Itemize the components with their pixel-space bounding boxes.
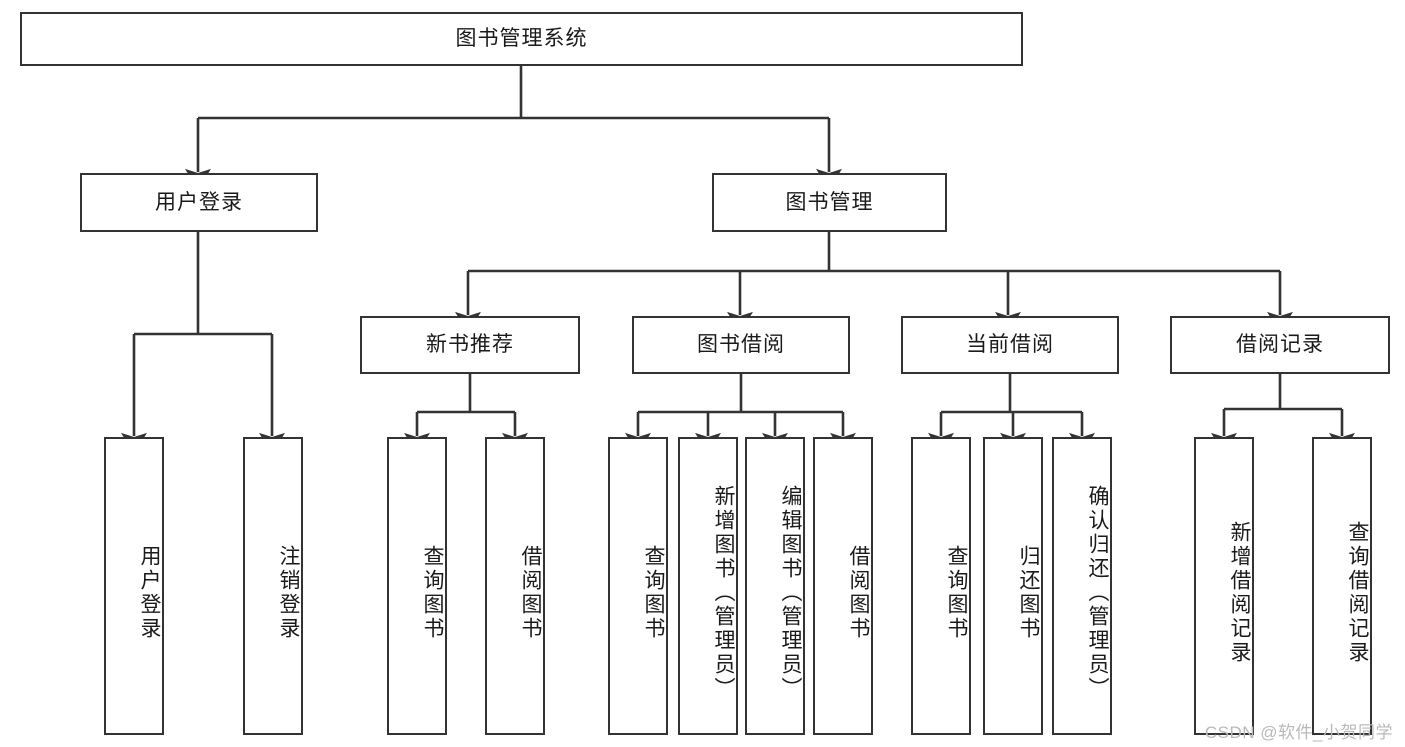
node-book-borrow[interactable]: 图书借阅 xyxy=(632,316,850,374)
node-label-leaf-query-book-rec: 查询图书 xyxy=(421,545,444,641)
node-label-leaf-query-book-cur: 查询图书 xyxy=(945,545,968,641)
node-leaf-add-record[interactable]: 新增借阅记录 xyxy=(1194,437,1254,735)
node-leaf-query-book-rec[interactable]: 查询图书 xyxy=(387,437,447,735)
node-label-leaf-user-login: 用户登录 xyxy=(138,545,161,641)
node-label-leaf-confirm-return: 确认归还（管理员） xyxy=(1086,485,1109,701)
node-label-leaf-borrow-book-bor: 借阅图书 xyxy=(847,545,870,641)
node-label-leaf-query-record: 查询借阅记录 xyxy=(1346,521,1369,665)
node-label-book-manage: 图书管理 xyxy=(785,190,874,214)
watermark-text: CSDN @软件_小贺同学 xyxy=(1204,723,1393,742)
node-leaf-add-book[interactable]: 新增图书（管理员） xyxy=(678,437,738,735)
node-new-book-recommend[interactable]: 新书推荐 xyxy=(360,316,580,374)
node-leaf-user-login[interactable]: 用户登录 xyxy=(104,437,164,735)
node-label-leaf-query-book-bor: 查询图书 xyxy=(642,545,665,641)
node-borrow-record[interactable]: 借阅记录 xyxy=(1170,316,1390,374)
node-root[interactable]: 图书管理系统 xyxy=(20,12,1023,66)
node-label-leaf-logout: 注销登录 xyxy=(277,545,300,641)
node-leaf-query-record[interactable]: 查询借阅记录 xyxy=(1312,437,1372,735)
node-label-leaf-add-record: 新增借阅记录 xyxy=(1228,521,1251,665)
node-label-leaf-return-book: 归还图书 xyxy=(1017,545,1040,641)
node-label-new-book-recommend: 新书推荐 xyxy=(426,333,514,357)
node-label-leaf-borrow-book-rec: 借阅图书 xyxy=(519,545,542,641)
connector-lines xyxy=(121,66,1355,454)
node-label-borrow-record: 借阅记录 xyxy=(1236,333,1324,357)
node-leaf-query-book-cur[interactable]: 查询图书 xyxy=(911,437,971,735)
node-label-leaf-add-book: 新增图书（管理员） xyxy=(712,485,735,701)
node-label-leaf-edit-book: 编辑图书（管理员） xyxy=(779,485,802,701)
node-leaf-logout[interactable]: 注销登录 xyxy=(243,437,303,735)
node-leaf-borrow-book-rec[interactable]: 借阅图书 xyxy=(485,437,545,735)
node-current-borrow[interactable]: 当前借阅 xyxy=(901,316,1119,374)
node-user-login[interactable]: 用户登录 xyxy=(80,173,318,232)
node-label-current-borrow: 当前借阅 xyxy=(966,333,1054,357)
node-label-user-login: 用户登录 xyxy=(155,190,243,214)
node-leaf-query-book-bor[interactable]: 查询图书 xyxy=(608,437,668,735)
node-leaf-return-book[interactable]: 归还图书 xyxy=(983,437,1043,735)
node-leaf-borrow-book-bor[interactable]: 借阅图书 xyxy=(813,437,873,735)
node-label-root: 图书管理系统 xyxy=(455,27,588,51)
node-label-book-borrow: 图书借阅 xyxy=(697,333,785,357)
node-leaf-confirm-return[interactable]: 确认归还（管理员） xyxy=(1052,437,1112,735)
node-book-manage[interactable]: 图书管理 xyxy=(712,173,947,232)
node-leaf-edit-book[interactable]: 编辑图书（管理员） xyxy=(745,437,805,735)
